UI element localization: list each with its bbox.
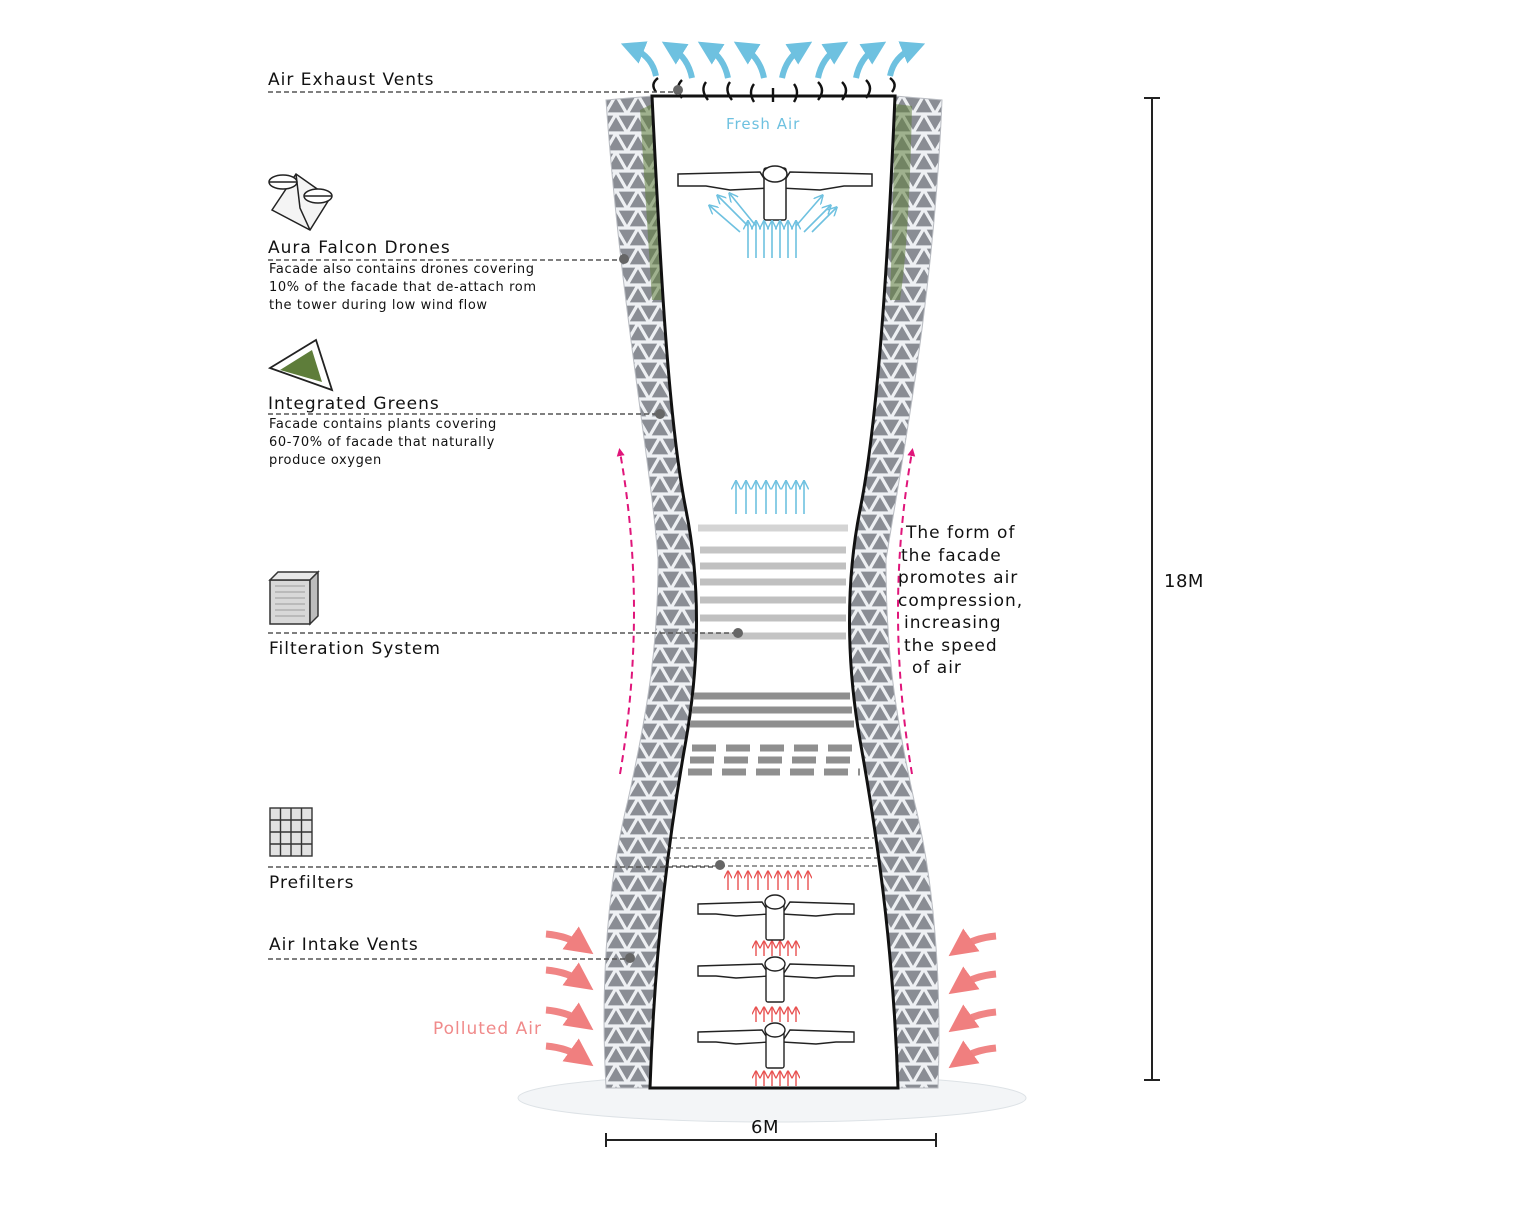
- aura-falcon-drones-label: Aura Falcon Drones: [268, 238, 451, 258]
- integrated-greens-desc-3: produce oxygen: [269, 453, 382, 468]
- fresh-air-out-arrows: [620, 41, 926, 79]
- filteration-bars: [688, 524, 860, 776]
- drone-icon: [268, 172, 333, 231]
- integrated-greens-desc-1: Facade contains plants covering: [269, 417, 497, 432]
- fresh-updraft-arrows: [710, 194, 836, 258]
- polluted-air-in-arrows-left: [545, 926, 594, 1067]
- filter-box-icon: [268, 570, 320, 626]
- note-line-6: the speed: [904, 635, 998, 656]
- compression-arrow-left: [616, 448, 635, 775]
- greenery-triangle-icon: [267, 338, 334, 392]
- integrated-greens-desc-2: 60-70% of facade that naturally: [269, 435, 495, 450]
- top-drone: [677, 165, 873, 221]
- leader-lines: [268, 91, 738, 960]
- air-intake-vents-label: Air Intake Vents: [269, 935, 419, 955]
- filteration-system-label: Filteration System: [269, 639, 441, 659]
- height-dimension-label: 18M: [1164, 571, 1204, 592]
- note-line-5: increasing: [904, 613, 1002, 633]
- greenery-right: [890, 104, 912, 300]
- leader-dots: [619, 85, 743, 963]
- air-exhaust-vents-label: Air Exhaust Vents: [268, 70, 435, 90]
- prefilter-lines: [664, 837, 880, 867]
- aura-falcon-drones-desc-2: 10% of the facade that de-attach rom: [269, 280, 537, 295]
- note-line-4: compression,: [898, 590, 1024, 611]
- note-line-3: promotes air: [898, 568, 1019, 588]
- width-dimension: [605, 1133, 937, 1147]
- integrated-greens-label: Integrated Greens: [268, 394, 440, 414]
- prefilters-label: Prefilters: [269, 873, 355, 893]
- facade-form-note: The form of the facade promotes air comp…: [898, 522, 1023, 680]
- compression-arrow-right: [897, 448, 916, 775]
- polluted-air-label: Polluted Air: [433, 1019, 542, 1039]
- aura-falcon-drones-desc-3: the tower during low wind flow: [269, 298, 488, 313]
- tower-shaft: [648, 94, 900, 1090]
- note-line-7: of air: [912, 658, 962, 678]
- lower-drones: [697, 894, 855, 1069]
- prefilter-grid-icon: [269, 807, 313, 857]
- polluted-air-in-arrows-right: [948, 928, 997, 1069]
- mid-updraft-arrows: [736, 482, 804, 514]
- aura-falcon-drones-desc-1: Facade also contains drones covering: [269, 262, 535, 277]
- width-dimension-label: 6M: [751, 1117, 779, 1138]
- height-dimension: [1144, 97, 1160, 1081]
- note-line-1: The form of: [906, 523, 1016, 543]
- greenery-left: [640, 104, 664, 300]
- note-line-2: the facade: [901, 545, 1002, 566]
- fresh-air-label: Fresh Air: [726, 115, 801, 133]
- polluted-updraft-arrows: [728, 872, 808, 1086]
